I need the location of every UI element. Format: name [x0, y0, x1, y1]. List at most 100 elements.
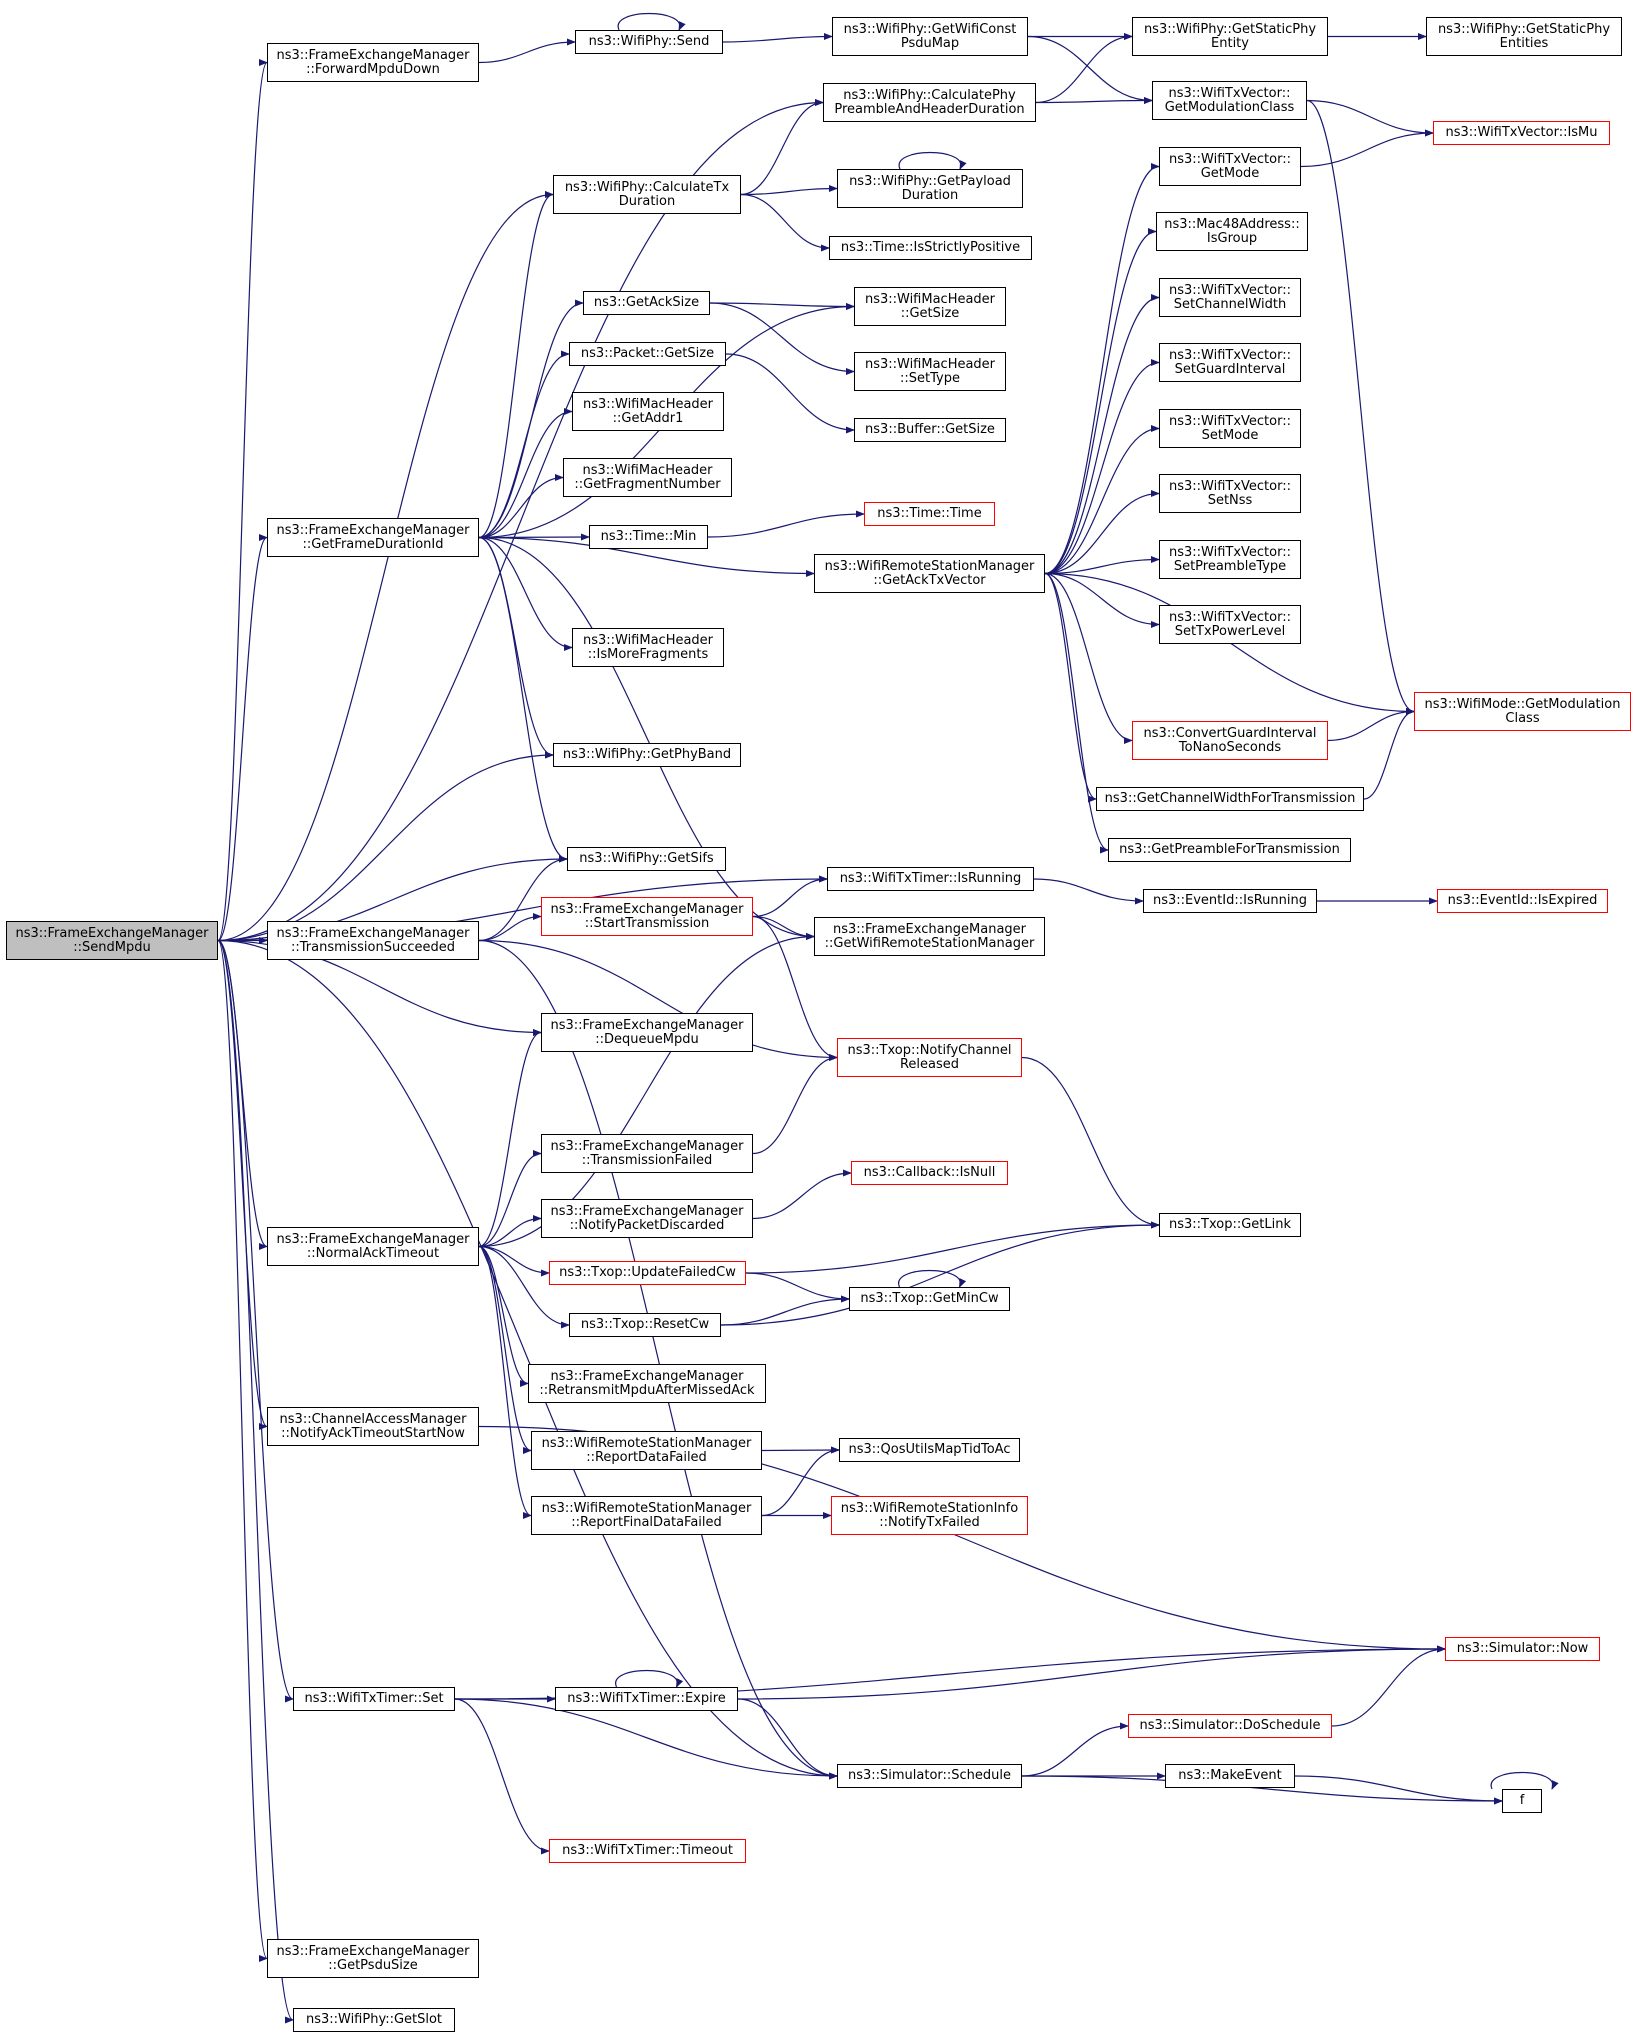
- node-txvgetmodclass[interactable]: ns3::WifiTxVector::GetModulationClass: [1152, 81, 1307, 120]
- node-label-line: ::NotifyTxFailed: [879, 1514, 980, 1530]
- node-updatefailedcw[interactable]: ns3::Txop::UpdateFailedCw: [549, 1261, 746, 1285]
- node-label-line: GetModulationClass: [1164, 99, 1295, 115]
- edge-txtimerexpire-to-simulatornow: [737, 1645, 1446, 1700]
- node-label-line: ns3::FrameExchangeManager: [15, 925, 209, 941]
- node-label-line: ::GetSize: [900, 305, 960, 321]
- node-fwdmpdudown[interactable]: ns3::FrameExchangeManager::ForwardMpduDo…: [267, 43, 479, 82]
- node-setguardinterval[interactable]: ns3::WifiTxVector::SetGuardInterval: [1159, 343, 1301, 382]
- node-machdrgetsize[interactable]: ns3::WifiMacHeader::GetSize: [854, 287, 1006, 326]
- node-machdrsettype[interactable]: ns3::WifiMacHeader::SetType: [854, 352, 1006, 391]
- node-dequeuempdu[interactable]: ns3::FrameExchangeManager::DequeueMpdu: [541, 1013, 753, 1052]
- edge-sendmpdu-to-getpsdusize: [217, 939, 268, 1962]
- node-label-line: ns3::WifiRemoteStationManager: [541, 1500, 752, 1516]
- node-txopgetlink[interactable]: ns3::Txop::GetLink: [1159, 1213, 1301, 1237]
- node-txfailed[interactable]: ns3::FrameExchangeManager::TransmissionF…: [541, 1134, 753, 1173]
- node-getacksize[interactable]: ns3::GetAckSize: [583, 291, 710, 315]
- node-ismorefragments[interactable]: ns3::WifiMacHeader::IsMoreFragments: [572, 628, 724, 667]
- node-getfragnum[interactable]: ns3::WifiMacHeader::GetFragmentNumber: [563, 458, 732, 497]
- edge-makeevent-to-f: [1294, 1775, 1503, 1805]
- node-getacktxvector[interactable]: ns3::WifiRemoteStationManager::GetAckTxV…: [814, 554, 1045, 593]
- node-label-line: ::IsMoreFragments: [587, 646, 709, 662]
- edge-getmincw-to-getmincw: [898, 1269, 967, 1288]
- node-reportfinaldatafailed[interactable]: ns3::WifiRemoteStationManager::ReportFin…: [531, 1496, 762, 1535]
- node-qosutilsmaptid[interactable]: ns3::QosUtilsMapTidToAc: [839, 1438, 1020, 1462]
- node-getsifs[interactable]: ns3::WifiPhy::GetSifs: [567, 847, 726, 871]
- edge-timemin-to-timetime: [707, 510, 865, 538]
- node-setmode[interactable]: ns3::WifiTxVector::SetMode: [1159, 409, 1301, 448]
- node-label-line: ns3::WifiMacHeader: [582, 632, 714, 648]
- node-notifypktdiscarded[interactable]: ns3::FrameExchangeManager::NotifyPacketD…: [541, 1199, 753, 1238]
- node-timemin[interactable]: ns3::Time::Min: [589, 525, 708, 549]
- node-callbackisnull[interactable]: ns3::Callback::IsNull: [851, 1161, 1008, 1185]
- node-makeevent[interactable]: ns3::MakeEvent: [1165, 1764, 1295, 1788]
- node-setnss[interactable]: ns3::WifiTxVector::SetNss: [1159, 474, 1301, 513]
- node-txvismu[interactable]: ns3::WifiTxVector::IsMu: [1433, 121, 1610, 145]
- node-simulatornow[interactable]: ns3::Simulator::Now: [1445, 1637, 1600, 1661]
- node-label-line: ns3::FrameExchangeManager: [276, 522, 470, 538]
- node-getwifirsm[interactable]: ns3::FrameExchangeManager::GetWifiRemote…: [814, 917, 1045, 956]
- node-getpsdusize[interactable]: ns3::FrameExchangeManager::GetPsduSize: [267, 1939, 479, 1978]
- node-starttransmission[interactable]: ns3::FrameExchangeManager::StartTransmis…: [541, 897, 753, 936]
- node-getchwidthfortx[interactable]: ns3::GetChannelWidthForTransmission: [1096, 787, 1364, 811]
- node-buffergetsize[interactable]: ns3::Buffer::GetSize: [854, 418, 1006, 442]
- node-notifyacktimeoutstart[interactable]: ns3::ChannelAccessManager::NotifyAckTime…: [267, 1407, 479, 1446]
- node-eventidisrunning[interactable]: ns3::EventId::IsRunning: [1143, 889, 1317, 913]
- node-reportdatafailed[interactable]: ns3::WifiRemoteStationManager::ReportDat…: [531, 1431, 762, 1470]
- edge-calcpreamble-to-getstaticphyentity: [1035, 32, 1133, 104]
- node-doschedule[interactable]: ns3::Simulator::DoSchedule: [1128, 1714, 1332, 1738]
- node-retransmitmpdu[interactable]: ns3::FrameExchangeManager::RetransmitMpd…: [528, 1364, 766, 1403]
- node-eventidisexpired[interactable]: ns3::EventId::IsExpired: [1437, 889, 1608, 913]
- node-macisgroup[interactable]: ns3::Mac48Address::IsGroup: [1156, 212, 1308, 251]
- edge-sendmpdu-to-calcpreamble: [217, 98, 824, 942]
- node-label-line: ns3::FrameExchangeManager: [550, 1138, 744, 1154]
- node-txtimerset[interactable]: ns3::WifiTxTimer::Set: [293, 1687, 455, 1711]
- node-getmincw[interactable]: ns3::Txop::GetMinCw: [849, 1287, 1010, 1311]
- node-getslot[interactable]: ns3::WifiPhy::GetSlot: [293, 2008, 455, 2032]
- node-getpreamblefortx[interactable]: ns3::GetPreambleForTransmission: [1108, 838, 1351, 862]
- node-getphyband[interactable]: ns3::WifiPhy::GetPhyBand: [553, 743, 741, 767]
- node-txsucceeded[interactable]: ns3::FrameExchangeManager::TransmissionS…: [267, 921, 479, 960]
- node-label-line: ::RetransmitMpduAfterMissedAck: [539, 1382, 755, 1398]
- node-txtimertimeout[interactable]: ns3::WifiTxTimer::Timeout: [549, 1839, 746, 1863]
- edge-txtimerexpire-to-txtimerexpire: [615, 1669, 684, 1688]
- edge-sendmpdu-to-notifyacktimeoutstart: [217, 939, 268, 1430]
- node-isstrictlypositive[interactable]: ns3::Time::IsStrictlyPositive: [829, 236, 1032, 260]
- node-sendmpdu[interactable]: ns3::FrameExchangeManager::SendMpdu: [6, 921, 218, 960]
- node-packetgetsize[interactable]: ns3::Packet::GetSize: [569, 342, 726, 366]
- node-getaddr1[interactable]: ns3::WifiMacHeader::GetAddr1: [572, 392, 724, 431]
- node-setchannelwidth[interactable]: ns3::WifiTxVector::SetChannelWidth: [1159, 278, 1301, 317]
- node-normalacktimeout[interactable]: ns3::FrameExchangeManager::NormalAckTime…: [267, 1227, 479, 1266]
- node-txtimerexpire[interactable]: ns3::WifiTxTimer::Expire: [555, 1687, 738, 1711]
- node-label-line: Entities: [1499, 35, 1549, 51]
- node-simschedule[interactable]: ns3::Simulator::Schedule: [837, 1764, 1022, 1788]
- node-label-line: ns3::WifiTxTimer::Timeout: [562, 1843, 733, 1858]
- node-notifytxfailed[interactable]: ns3::WifiRemoteStationInfo::NotifyTxFail…: [831, 1496, 1028, 1535]
- edge-doschedule-to-simulatornow: [1331, 1645, 1446, 1727]
- node-txvgetmode[interactable]: ns3::WifiTxVector::GetMode: [1159, 147, 1301, 186]
- edge-getchwidthfortx-to-wifimodegetmodclass: [1363, 707, 1415, 800]
- node-resetcw[interactable]: ns3::Txop::ResetCw: [569, 1313, 721, 1337]
- node-settxpowerlevel[interactable]: ns3::WifiTxVector::SetTxPowerLevel: [1159, 605, 1301, 644]
- node-txtimerisrunning[interactable]: ns3::WifiTxTimer::IsRunning: [827, 867, 1034, 891]
- node-f[interactable]: f: [1502, 1789, 1542, 1813]
- edge-normalacktimeout-to-resetcw: [478, 1245, 570, 1329]
- node-timetime[interactable]: ns3::Time::Time: [864, 502, 995, 526]
- node-getframedurationid[interactable]: ns3::FrameExchangeManager::GetFrameDurat…: [267, 518, 479, 557]
- node-setpreambletype[interactable]: ns3::WifiTxVector::SetPreambleType: [1159, 540, 1301, 579]
- node-label-line: ns3::WifiMacHeader: [864, 356, 996, 372]
- node-label-line: ns3::Buffer::GetSize: [865, 422, 995, 437]
- node-wifiphysend[interactable]: ns3::WifiPhy::Send: [575, 30, 723, 54]
- edge-simschedule-to-f: [1021, 1775, 1503, 1805]
- node-label-line: ns3::WifiMacHeader: [582, 462, 713, 478]
- node-label-line: ns3::FrameExchangeManager: [276, 925, 470, 941]
- edge-calctxduration-to-calcpreamble: [740, 98, 824, 196]
